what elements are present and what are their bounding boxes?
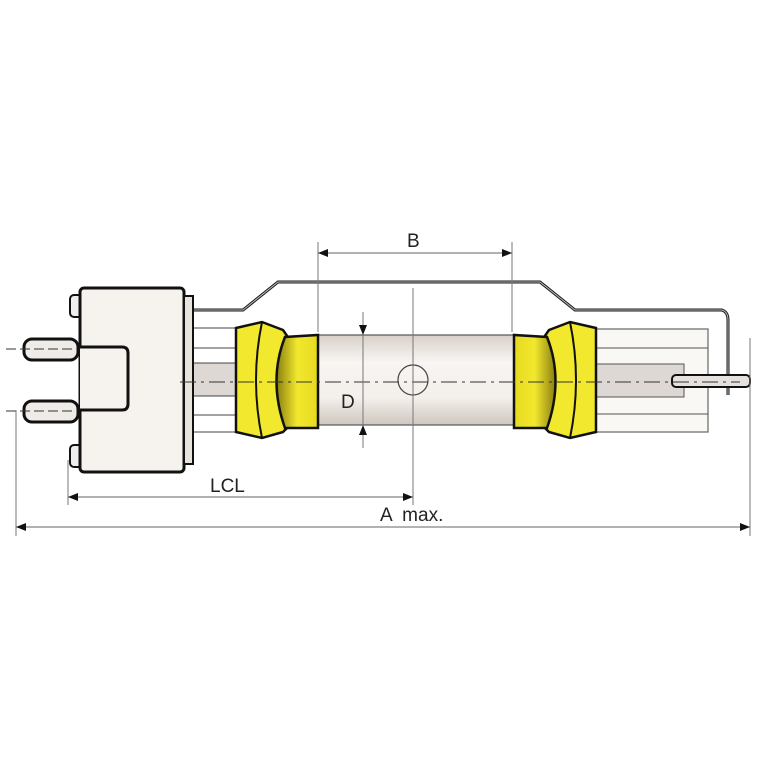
left-ceramic-cap bbox=[234, 320, 320, 440]
right-ceramic-cap bbox=[512, 320, 598, 440]
dimension-lcl: LCL bbox=[68, 476, 413, 501]
label-a-max: A max. bbox=[380, 505, 443, 526]
label-d: D bbox=[341, 392, 355, 413]
arc-tube bbox=[311, 334, 519, 426]
base-stem bbox=[193, 327, 236, 433]
dimension-a-max: A max. bbox=[16, 505, 750, 531]
label-lcl: LCL bbox=[210, 476, 245, 497]
dimension-b: B bbox=[318, 231, 512, 257]
dimension-d: D bbox=[341, 325, 367, 435]
label-b: B bbox=[407, 231, 420, 252]
